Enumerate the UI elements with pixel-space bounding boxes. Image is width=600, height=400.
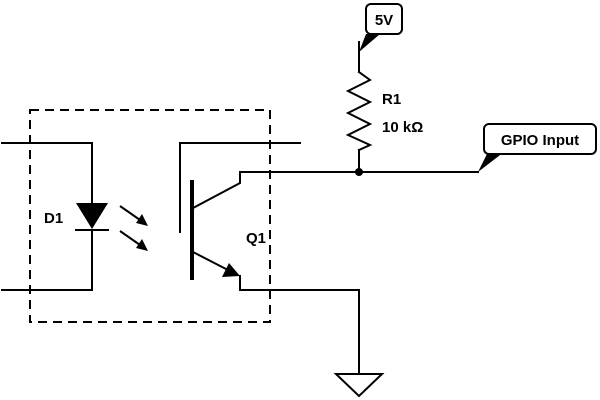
supply-tag: 5V (359, 3, 403, 52)
input-wire-bottom (1, 229, 93, 291)
gpio-tag: GPIO Input (478, 123, 597, 172)
supply-label: 5V (375, 12, 393, 29)
led-triangle (76, 203, 108, 229)
ground-symbol (333, 373, 385, 398)
led-label: D1 (44, 210, 63, 227)
transistor-collector (191, 171, 241, 210)
resistor-value-label: 10 kΩ (382, 119, 423, 136)
optocoupler-package-outline (29, 109, 271, 323)
resistor-ref-label: R1 (382, 91, 401, 108)
light-arrows (119, 205, 148, 251)
resistor-r1 (345, 70, 373, 152)
led-d1 (75, 203, 109, 231)
ground-wire (239, 289, 360, 373)
base-lead-bracket (179, 142, 301, 233)
transistor-label: Q1 (246, 230, 266, 247)
input-wire-top (1, 142, 93, 204)
emitter-arrow (222, 263, 240, 277)
phototransistor-q1 (190, 171, 241, 291)
gpio-label: GPIO Input (501, 132, 579, 149)
transistor-emitter (191, 250, 230, 272)
